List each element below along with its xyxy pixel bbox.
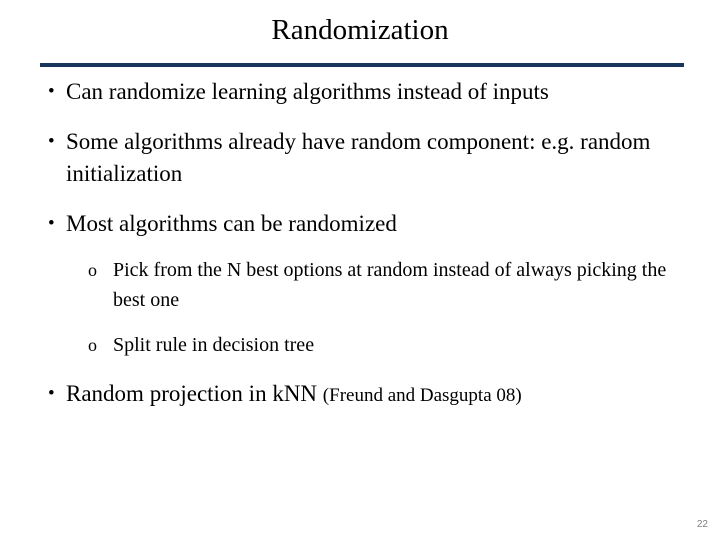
sub-bullet-item: o Split rule in decision tree <box>88 330 693 360</box>
bullet-item: • Can randomize learning algorithms inste… <box>48 76 693 108</box>
citation-text: (Freund and Dasgupta 08) <box>322 385 522 406</box>
page-number: 22 <box>696 519 708 530</box>
bullet-item: • Most algorithms can be randomized <box>48 208 693 240</box>
sub-bullet-marker: o <box>88 335 97 355</box>
bullet-marker: • <box>48 213 55 234</box>
bullet-text: Some algorithms already have random comp… <box>66 129 651 186</box>
bullet-marker: • <box>48 383 55 404</box>
sub-bullet-item: o Pick from the N best options at random … <box>88 255 693 315</box>
bullet-marker: • <box>48 81 55 102</box>
bullet-marker: • <box>48 131 55 152</box>
bullet-list: • Can randomize learning algorithms inste… <box>48 76 693 412</box>
title-divider <box>40 63 684 67</box>
bullet-item: • Some algorithms already have random com… <box>48 126 693 190</box>
bullet-text: Most algorithms can be randomized <box>66 211 397 236</box>
slide-title: Randomization <box>271 14 449 46</box>
bullet-text: Can randomize learning algorithms instea… <box>66 79 549 104</box>
bullet-item: • Random projection in kNN (Freund and Da… <box>48 378 693 412</box>
sub-bullet-marker: o <box>88 260 97 280</box>
bullet-text: Random projection in kNN (Freund and Das… <box>66 381 522 406</box>
bullet-text: Pick from the N best options at random i… <box>113 259 667 311</box>
bullet-text: Split rule in decision tree <box>113 334 315 356</box>
